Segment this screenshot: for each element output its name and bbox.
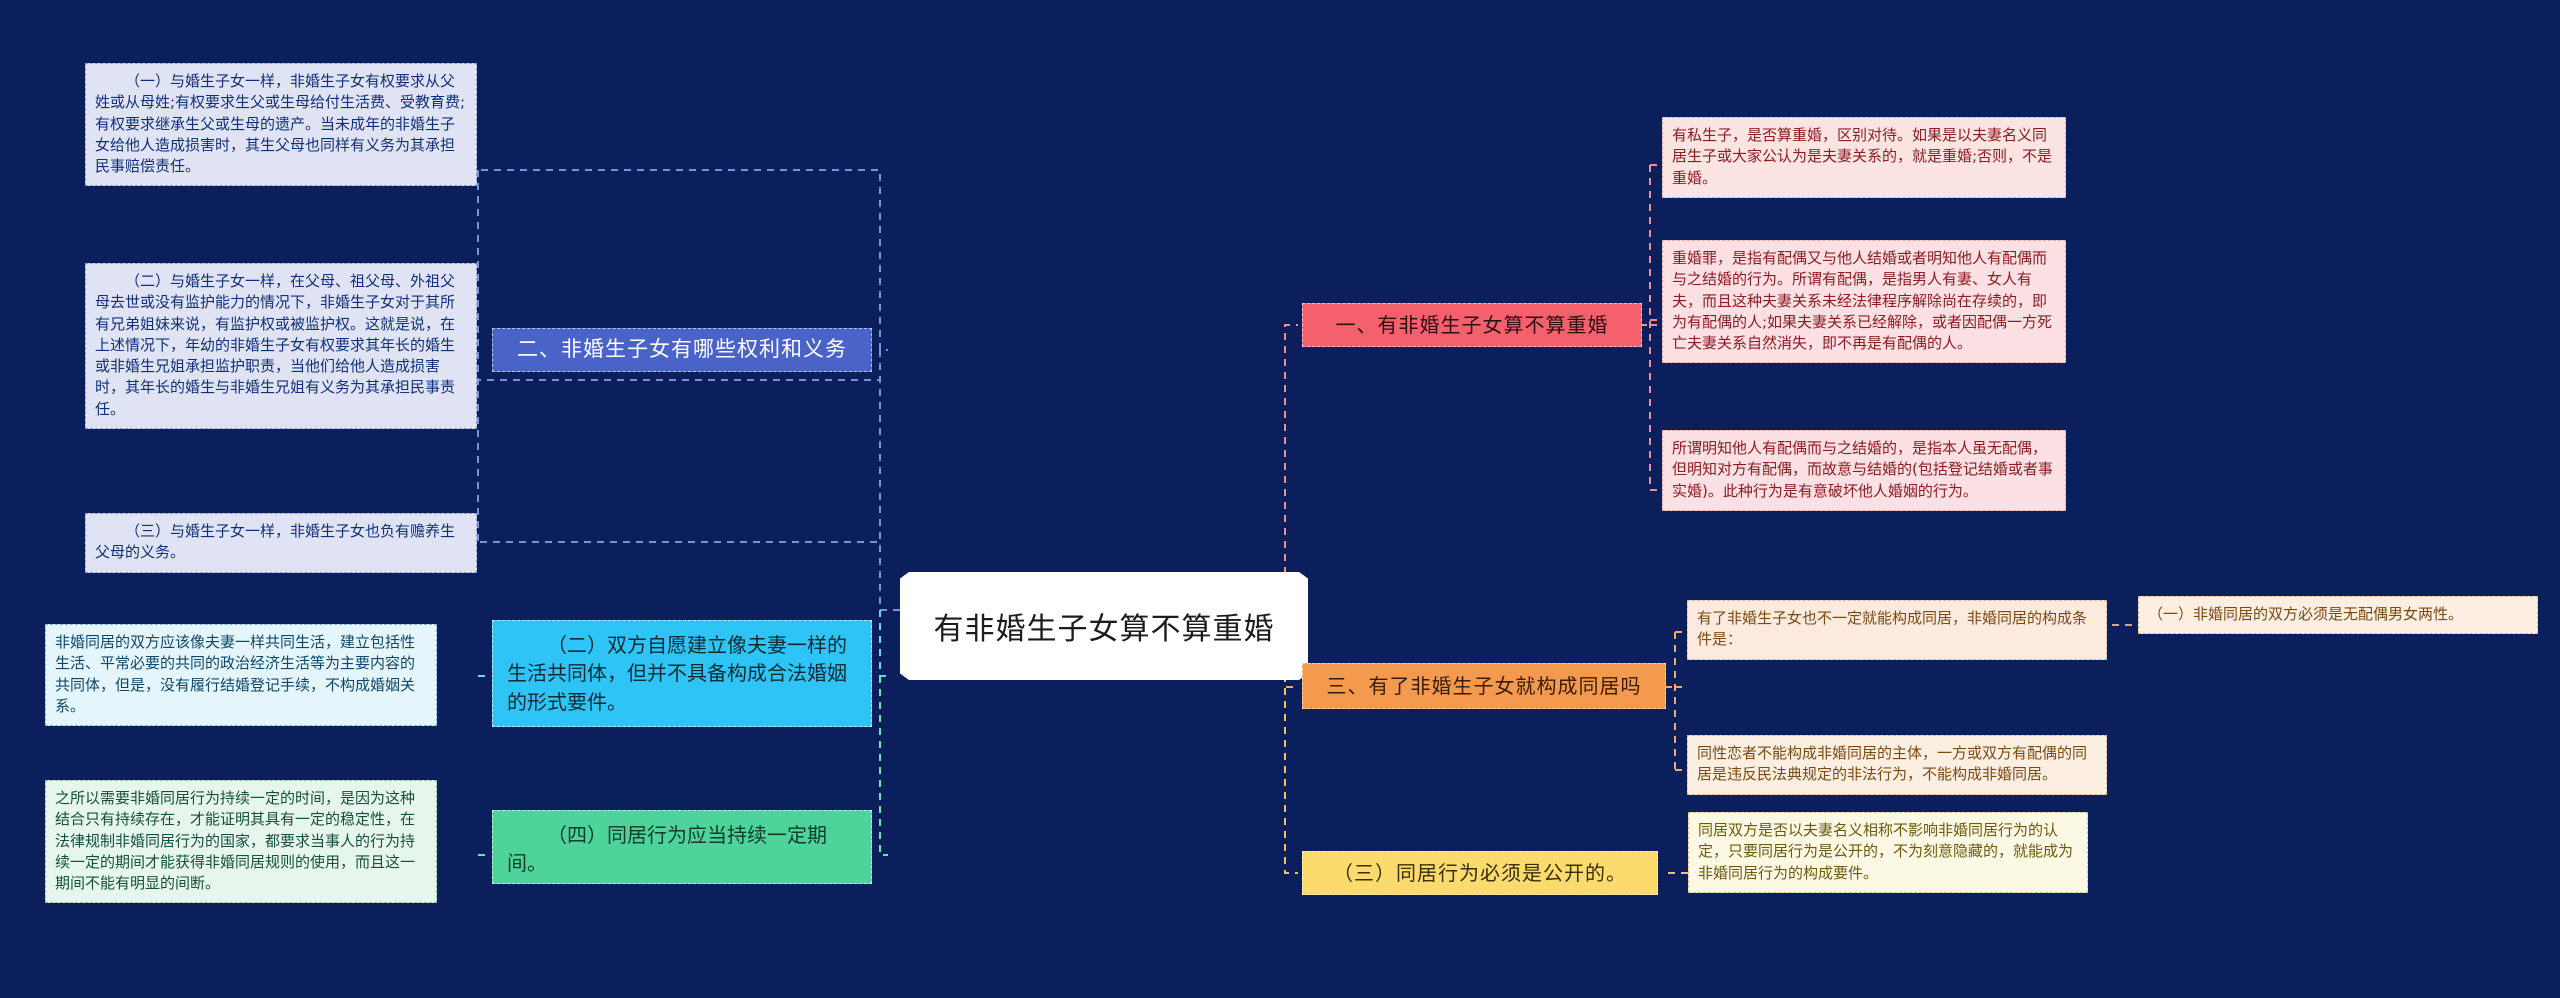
leaf-bigamy-1[interactable]: 有私生子，是否算重婚，区别对待。如果是以夫妻名义同居生子或大家公认为是夫妻关系的… bbox=[1662, 117, 2066, 198]
topic-duration-requirement[interactable]: （四）同居行为应当持续一定期间。 bbox=[492, 810, 872, 884]
leaf-duration-reason[interactable]: 之所以需要非婚同居行为持续一定的时间，是因为这种结合只有持续存在，才能证明其具有… bbox=[45, 780, 437, 904]
leaf-rights-item-1[interactable]: （一）与婚生子女一样，非婚生子女有权要求从父姓或从母姓;有权要求生父或生母给付生… bbox=[85, 63, 477, 187]
topic-bigamy-question[interactable]: 一、有非婚生子女算不算重婚 bbox=[1302, 303, 1642, 347]
leaf-rights-item-3[interactable]: （三）与婚生子女一样，非婚生子女也负有赡养生父母的义务。 bbox=[85, 513, 477, 573]
topic-voluntary-cohabitation[interactable]: （二）双方自愿建立像夫妻一样的生活共同体，但并不具备构成合法婚姻的形式要件。 bbox=[492, 620, 872, 728]
leaf-bigamy-3[interactable]: 所谓明知他人有配偶而与之结婚的，是指本人虽无配偶，但明知对方有配偶，而故意与结婚… bbox=[1662, 430, 2066, 511]
leaf-cohabitation-definition[interactable]: 非婚同居的双方应该像夫妻一样共同生活，建立包括性生活、平常必要的共同的政治经济生… bbox=[45, 624, 437, 727]
leaf-cohabitation-conditions[interactable]: 有了非婚生子女也不一定就能构成同居，非婚同居的构成条件是： bbox=[1687, 600, 2107, 660]
leaf-cohabitation-condition-one[interactable]: （一）非婚同居的双方必须是无配偶男女两性。 bbox=[2138, 596, 2538, 635]
leaf-rights-item-2[interactable]: （二）与婚生子女一样，在父母、祖父母、外祖父母去世或没有监护能力的情况下，非婚生… bbox=[85, 263, 477, 430]
leaf-cohabitation-subject[interactable]: 同性恋者不能构成非婚同居的主体，一方或双方有配偶的同居是违反民法典规定的非法行为… bbox=[1687, 735, 2107, 795]
leaf-public-cohabitation-detail[interactable]: 同居双方是否以夫妻名义相称不影响非婚同居行为的认定，只要同居行为是公开的，不为刻… bbox=[1688, 812, 2088, 893]
topic-cohabitation-question[interactable]: 三、有了非婚生子女就构成同居吗 bbox=[1302, 663, 1666, 709]
root-node[interactable]: 有非婚生子女算不算重婚 bbox=[900, 572, 1308, 680]
leaf-bigamy-2[interactable]: 重婚罪，是指有配偶又与他人结婚或者明知他人有配偶而与之结婚的行为。所谓有配偶，是… bbox=[1662, 240, 2066, 364]
topic-public-cohabitation[interactable]: （三）同居行为必须是公开的。 bbox=[1302, 851, 1658, 895]
topic-rights-and-duties[interactable]: 二、非婚生子女有哪些权利和义务 bbox=[492, 328, 872, 372]
